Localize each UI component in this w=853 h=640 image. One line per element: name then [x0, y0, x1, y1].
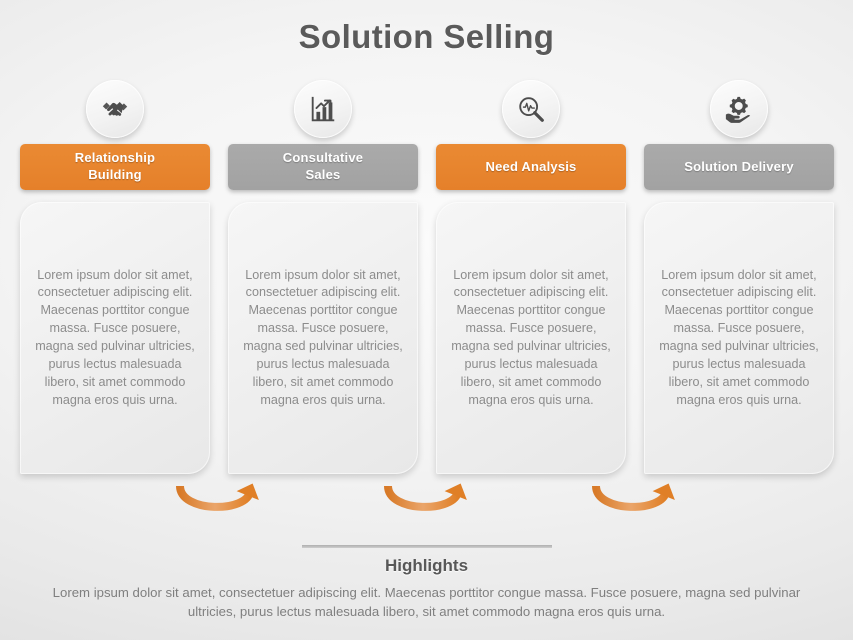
- highlights-divider: [301, 545, 552, 548]
- step-description-card: Lorem ipsum dolor sit amet, consectetuer…: [436, 202, 626, 474]
- step-description-card: Lorem ipsum dolor sit amet, consectetuer…: [20, 202, 210, 474]
- magnifier-analysis-icon: [502, 80, 560, 138]
- step-label-bar[interactable]: Solution Delivery: [644, 144, 834, 190]
- step-description-card: Lorem ipsum dolor sit amet, consectetuer…: [644, 202, 834, 474]
- curved-arrow-right-icon: [586, 483, 686, 528]
- step-description-text: Lorem ipsum dolor sit amet, consectetuer…: [35, 267, 195, 407]
- step-description-text: Lorem ipsum dolor sit amet, consectetuer…: [659, 267, 819, 407]
- step-description-text: Lorem ipsum dolor sit amet, consectetuer…: [243, 267, 403, 407]
- step-label-text: Solution Delivery: [684, 158, 794, 174]
- curved-arrow-right-icon: [378, 483, 478, 528]
- step-label-text: Need Analysis: [485, 158, 577, 174]
- step-description-card: Lorem ipsum dolor sit amet, consectetuer…: [228, 202, 418, 474]
- page-title: Solution Selling: [298, 18, 555, 55]
- highlights-heading: Highlights: [384, 556, 469, 575]
- handshake-icon: [86, 80, 144, 138]
- curved-arrow-right-icon: [170, 483, 270, 528]
- bar-chart-growth-icon: [294, 80, 352, 138]
- step-label-bar[interactable]: Need Analysis: [436, 144, 626, 190]
- highlights-body-text: Lorem ipsum dolor sit amet, consectetuer…: [52, 585, 801, 620]
- hand-gear-icon: [710, 80, 768, 138]
- step-description-text: Lorem ipsum dolor sit amet, consectetuer…: [451, 267, 611, 407]
